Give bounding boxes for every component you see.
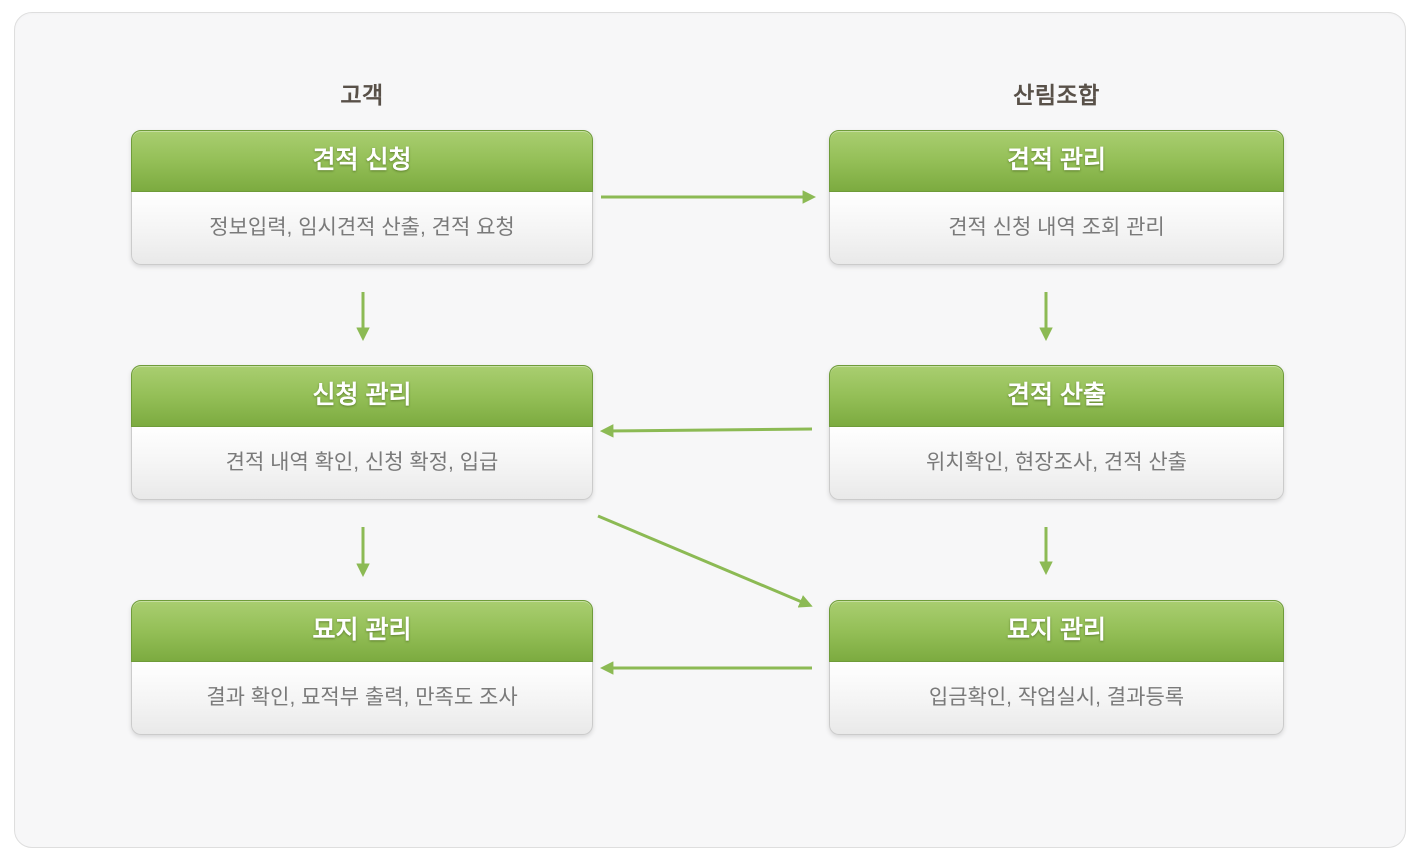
- node-title: 견적 신청: [131, 130, 593, 192]
- node-title: 묘지 관리: [829, 600, 1284, 662]
- node-customer-application-management: 신청 관리 견적 내역 확인, 신청 확정, 입급: [131, 365, 593, 500]
- node-detail: 견적 신청 내역 조회 관리: [829, 192, 1284, 265]
- column-title-coop: 산림조합: [1013, 82, 1100, 108]
- node-title: 견적 관리: [829, 130, 1284, 192]
- node-coop-quote-management: 견적 관리 견적 신청 내역 조회 관리: [829, 130, 1284, 265]
- node-detail: 견적 내역 확인, 신청 확정, 입급: [131, 427, 593, 500]
- node-detail: 결과 확인, 묘적부 출력, 만족도 조사: [131, 662, 593, 735]
- node-title: 묘지 관리: [131, 600, 593, 662]
- node-detail: 정보입력, 임시견적 산출, 견적 요청: [131, 192, 593, 265]
- node-customer-grave-management: 묘지 관리 결과 확인, 묘적부 출력, 만족도 조사: [131, 600, 593, 735]
- node-coop-quote-calculation: 견적 산출 위치확인, 현장조사, 견적 산출: [829, 365, 1284, 500]
- node-title: 신청 관리: [131, 365, 593, 427]
- node-detail: 위치확인, 현장조사, 견적 산출: [829, 427, 1284, 500]
- node-title: 견적 산출: [829, 365, 1284, 427]
- node-customer-quote-request: 견적 신청 정보입력, 임시견적 산출, 견적 요청: [131, 130, 593, 265]
- node-detail: 입금확인, 작업실시, 결과등록: [829, 662, 1284, 735]
- column-title-customer: 고객: [340, 82, 384, 108]
- node-coop-grave-management: 묘지 관리 입금확인, 작업실시, 결과등록: [829, 600, 1284, 735]
